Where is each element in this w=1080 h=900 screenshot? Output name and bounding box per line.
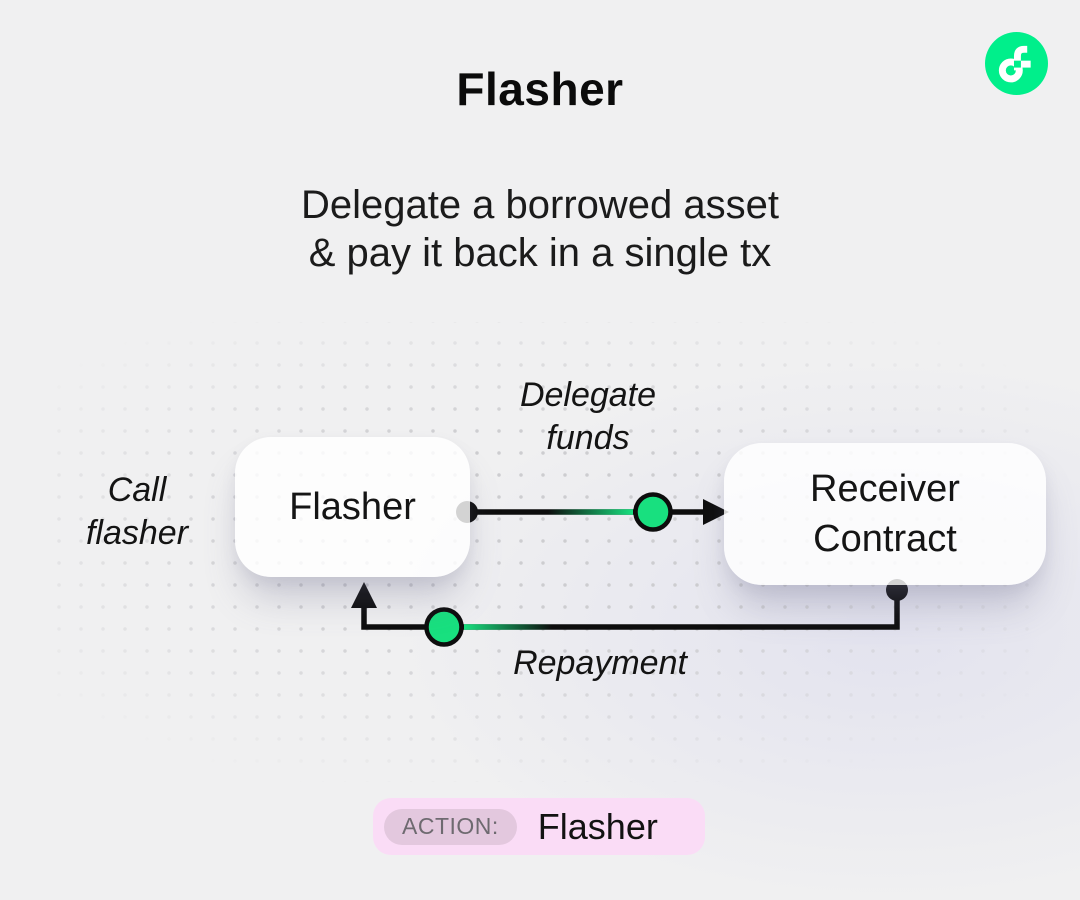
repayment-pulse-dot bbox=[424, 607, 464, 647]
delegate-funds-label: Delegate funds bbox=[458, 374, 718, 460]
receiver-node-line-2: Contract bbox=[813, 518, 957, 560]
subtitle-line-1: Delegate a borrowed asset bbox=[300, 183, 780, 227]
repayment-pulse-trail bbox=[464, 624, 552, 630]
flow-logo-stem bbox=[1013, 45, 1028, 71]
flasher-node-label: Flasher bbox=[289, 486, 416, 528]
delegate-pulse-dot bbox=[633, 492, 673, 532]
flasher-node: Flasher bbox=[235, 437, 470, 577]
action-value: Flasher bbox=[537, 805, 658, 847]
receiver-contract-node: Receiver Contract bbox=[724, 443, 1046, 585]
delegate-arrowhead-icon bbox=[703, 499, 729, 525]
action-chip: ACTION: bbox=[384, 808, 517, 845]
call-flasher-label: Call flasher bbox=[37, 469, 237, 555]
flow-logo-crossbar bbox=[1020, 60, 1031, 68]
receiver-node-line-1: Receiver bbox=[810, 468, 960, 510]
action-chip-label: ACTION: bbox=[402, 813, 499, 839]
call-flasher-line-1: Call bbox=[107, 471, 167, 509]
subtitle-line-2: & pay it back in a single tx bbox=[308, 231, 772, 275]
repayment-label: Repayment bbox=[513, 644, 687, 682]
page-title: Flasher bbox=[456, 63, 624, 115]
flow-logo-icon bbox=[985, 32, 1048, 95]
delegate-funds-line-2: funds bbox=[546, 419, 630, 457]
repayment-arrowhead-icon bbox=[351, 582, 377, 608]
delegate-funds-line-1: Delegate bbox=[519, 376, 657, 414]
repayment-edge-line bbox=[361, 590, 900, 630]
call-flasher-line-2: flasher bbox=[85, 514, 189, 552]
flow-logo-green-square bbox=[1013, 60, 1021, 68]
receiver-node-label: Receiver Contract bbox=[810, 464, 960, 564]
action-badge: ACTION: Flasher bbox=[373, 798, 705, 855]
page-subtitle: Delegate a borrowed asset & pay it back … bbox=[0, 181, 1080, 277]
delegate-pulse-trail bbox=[548, 509, 633, 515]
